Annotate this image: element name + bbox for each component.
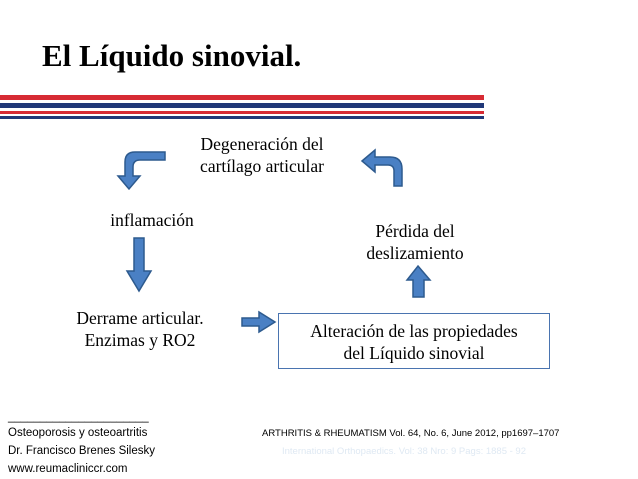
node-derrame-line-1: Derrame articular. [76, 308, 204, 328]
node-alteracion-line-2: del Líquido sinovial [343, 343, 485, 363]
edge-perdida-to-degeneracion-arrow [360, 148, 403, 187]
node-perdida-line-2: deslizamiento [366, 243, 464, 263]
footer-divider: ______________________ [8, 411, 149, 423]
node-inflamacion-line-1: inflamación [110, 210, 194, 230]
node-perdida-line-1: Pérdida del [375, 221, 455, 241]
node-inflamacion: inflamación [82, 209, 222, 231]
edge-derrame-to-alteracion-arrow [241, 310, 277, 334]
node-alteracion-line-1: Alteración de las propiedades [310, 321, 518, 341]
node-degeneracion: Degeneración del cartílago articular [172, 133, 352, 177]
node-perdida: Pérdida del deslizamiento [340, 220, 490, 264]
node-degeneracion-line-2: cartílago articular [200, 156, 324, 176]
node-degeneracion-line-1: Degeneración del [200, 134, 324, 154]
footer-website: www.reumacliniccr.com [8, 463, 128, 475]
node-derrame: Derrame articular. Enzimas y RO2 [44, 307, 236, 351]
edge-degeneracion-to-inflamacion-arrow [116, 151, 166, 191]
reference-watermark: International Orthopaedics. Vol: 38 Nro:… [282, 446, 526, 457]
footer-author-line-2: Dr. Francisco Brenes Silesky [8, 445, 155, 457]
footer-author-line-1: Osteoporosis y osteoartritis [8, 427, 148, 439]
node-alteracion: Alteración de las propiedades del Líquid… [278, 313, 550, 369]
slide-title: El Líquido sinovial. [42, 38, 302, 73]
edge-inflamacion-to-derrame-arrow [125, 237, 153, 293]
node-derrame-line-2: Enzimas y RO2 [84, 330, 196, 350]
reference-citation: ARTHRITIS & RHEUMATISM Vol. 64, No. 6, J… [262, 428, 560, 439]
edge-alteracion-to-perdida-arrow [405, 264, 432, 298]
